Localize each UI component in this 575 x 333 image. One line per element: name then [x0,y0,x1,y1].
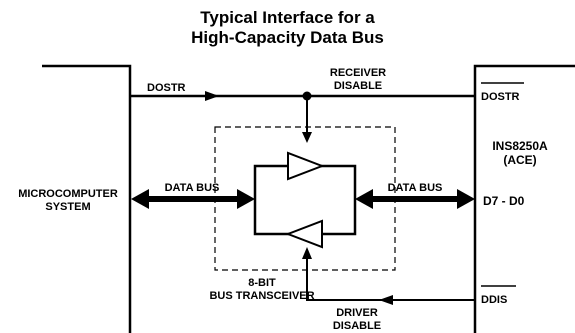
data-bus-left-label: DATA BUS [165,182,220,194]
driver-disable-arrow-left [379,295,393,305]
data-bus-left-arrow-out [237,189,255,209]
data-bus-right-label: DATA BUS [388,182,443,194]
dostr-pin-label: DOSTR [481,91,520,103]
ace-type-label: (ACE) [503,153,536,167]
diagram-title-line2: High-Capacity Data Bus [191,28,384,47]
driver-disable-arrow-up [302,247,312,259]
microcomputer-label-1: MICROCOMPUTER [18,188,118,200]
receiver-disable-label-1: RECEIVER [330,67,386,79]
data-pins-label: D7 - D0 [483,194,525,208]
microcomputer-block [42,64,132,333]
receiver-disable-arrow [302,132,312,143]
transceiver-label-2: BUS TRANSCEIVER [209,290,314,302]
ddis-pin-label: DDIS [481,294,507,306]
transceiver-loop [253,164,357,236]
diagram-title-line1: Typical Interface for a [200,8,375,27]
data-bus-right-arrow-in [355,189,373,209]
ace-block [473,64,575,333]
transceiver-label-1: 8-BIT [248,277,276,289]
microcomputer-label-2: SYSTEM [45,201,90,213]
receiver-disable-label-2: DISABLE [334,80,382,92]
ace-name-label: INS8250A [492,139,548,153]
dostr-arrow [205,91,219,101]
driver-disable-label-2: DISABLE [333,320,381,332]
driver-buffer [285,219,323,249]
dostr-label: DOSTR [147,82,186,94]
receiver-buffer [287,151,325,181]
driver-disable-line [306,253,475,301]
data-bus-right-arrow-out [457,189,475,209]
data-bus-left-arrow-in [131,189,149,209]
driver-disable-label-1: DRIVER [336,307,378,319]
